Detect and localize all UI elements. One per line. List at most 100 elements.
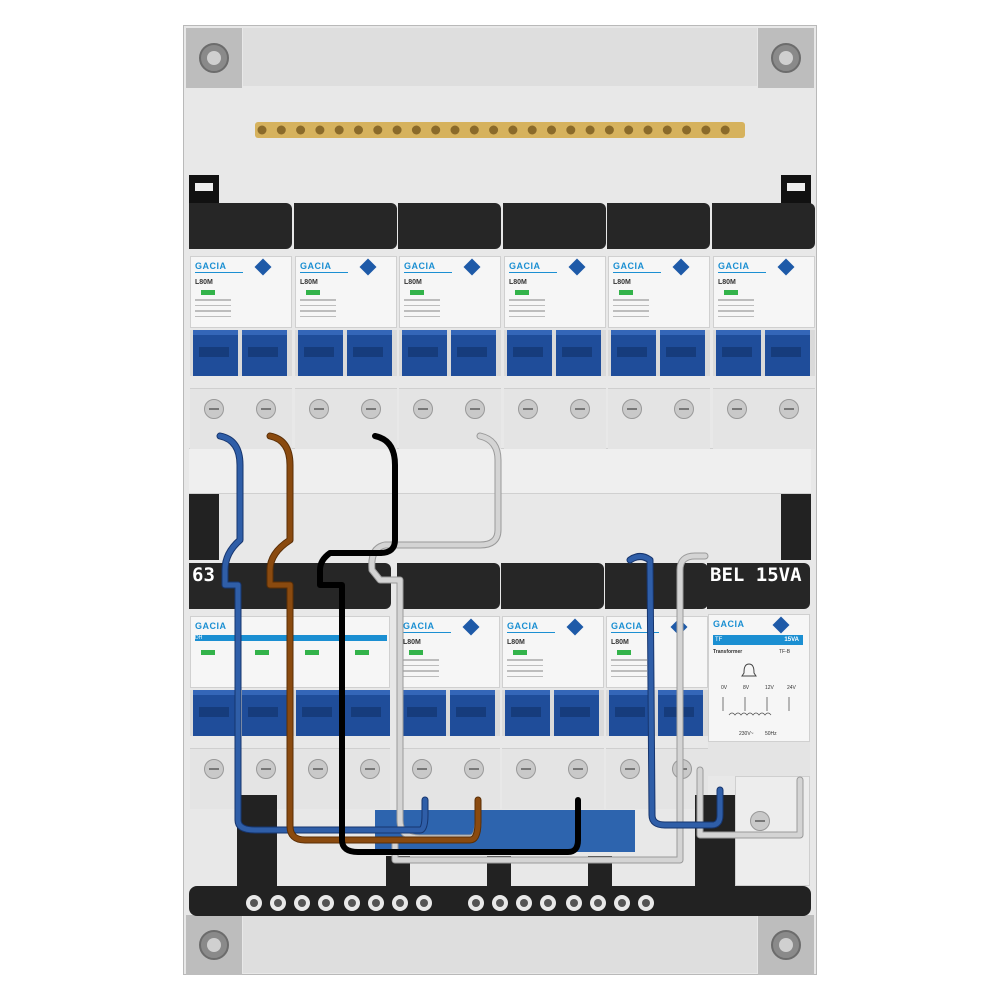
terminal-screw-icon[interactable] (246, 895, 262, 911)
top-rcbo-3-brandline (404, 272, 452, 273)
transformer-label-text: BEL 15VA (710, 564, 802, 586)
mounting-hole-icon (758, 28, 814, 88)
screw-icon[interactable] (308, 759, 328, 779)
terminal-screw-icon[interactable] (540, 895, 556, 911)
top-rcbo-2-indicator (306, 290, 320, 295)
bottom-rcbo-2-model: L80M (507, 639, 525, 646)
transformer-name: Transformer (713, 649, 743, 655)
top-rcbo-1-indicator (201, 290, 215, 295)
screw-icon[interactable] (256, 759, 276, 779)
rail-clip-left (189, 175, 219, 205)
top-rcbo-3-terminals (399, 388, 501, 449)
main-switch-model: DH (195, 635, 203, 641)
screw-icon[interactable] (518, 399, 538, 419)
main-switch-terminals (190, 748, 390, 809)
rail-post (386, 856, 410, 891)
bottom-rcbo-1-brandline (403, 632, 451, 633)
terminal-screw-icon[interactable] (516, 895, 532, 911)
top-rcbo-5-toggle[interactable] (608, 330, 710, 376)
top-rcbo-6-toggle[interactable] (713, 330, 815, 376)
neutral-cover (375, 810, 635, 852)
top-rcbo-5-specs (613, 299, 653, 321)
diamond-logo-icon (463, 258, 481, 276)
screw-icon[interactable] (361, 399, 381, 419)
top-rcbo-3-toggle[interactable] (399, 330, 501, 376)
terminal-screw-icon[interactable] (344, 895, 360, 911)
rail-post (588, 856, 612, 891)
screw-icon[interactable] (779, 399, 799, 419)
top-rcbo-2-model: L80M (300, 279, 318, 286)
terminal-screw-icon[interactable] (392, 895, 408, 911)
terminal-screw-icon[interactable] (614, 895, 630, 911)
terminal-screw-icon[interactable] (368, 895, 384, 911)
top-rcbo-6-rating: B16 (715, 247, 815, 250)
bottom-rcbo-3-model: L80M (611, 639, 629, 646)
screw-icon[interactable] (412, 759, 432, 779)
top-rcbo-3-specs (404, 299, 444, 321)
top-rcbo-4-terminals (504, 388, 606, 449)
bottom-rcbo-3-indicator (617, 650, 631, 655)
screw-icon[interactable] (464, 759, 484, 779)
terminal-screw-icon[interactable] (566, 895, 582, 911)
tap-0v: 0V (721, 685, 728, 691)
top-rcbo-6-specs (718, 299, 758, 321)
main-switch-label: 63 (189, 563, 391, 609)
mounting-hole-icon (186, 28, 242, 88)
top-rcbo-3-indicator (410, 290, 424, 295)
top-rcbo-6-brand: GACIA (718, 261, 750, 271)
screw-icon[interactable] (570, 399, 590, 419)
main-switch-model-band: DH (195, 635, 387, 641)
screw-icon[interactable] (568, 759, 588, 779)
bottom-rcbo-2-toggle[interactable] (502, 690, 604, 736)
screw-icon[interactable] (413, 399, 433, 419)
top-rcbo-1-toggle[interactable] (190, 330, 292, 376)
screw-icon[interactable] (256, 399, 276, 419)
transformer-type: TF (715, 637, 723, 643)
main-switch-toggle[interactable] (190, 690, 390, 736)
top-rcbo-4-face: GACIA L80M (504, 256, 606, 328)
top-rcbo-5-brandline (613, 272, 661, 273)
bottom-rcbo-2-face: GACIA L80M (502, 616, 604, 688)
terminal-screw-icon[interactable] (270, 895, 286, 911)
tap-24v: 24V (787, 685, 796, 691)
screw-icon[interactable] (360, 759, 380, 779)
top-rcbo-4-brandline (509, 272, 557, 273)
bottom-rcbo-3-brandline (611, 632, 659, 633)
diamond-logo-icon (359, 258, 377, 276)
screw-icon[interactable] (516, 759, 536, 779)
transformer-label: BEL 15VA (707, 563, 810, 609)
transformer-terminal-block (735, 776, 810, 886)
bottom-rcbo-1-brand: GACIA (403, 621, 435, 631)
bottom-rcbo-1-rating: B16 (400, 607, 500, 610)
diamond-logo-icon (462, 618, 480, 636)
rail-post (695, 795, 735, 890)
screw-icon[interactable] (727, 399, 747, 419)
terminal-screw-icon[interactable] (416, 895, 432, 911)
terminal-screw-icon[interactable] (468, 895, 484, 911)
terminal-screw-icon[interactable] (294, 895, 310, 911)
screw-icon[interactable] (309, 399, 329, 419)
bottom-rcbo-2-brandline (507, 632, 555, 633)
screw-icon[interactable] (672, 759, 692, 779)
bottom-rcbo-2-terminals (502, 748, 604, 809)
top-rcbo-3-rating: B16 (401, 247, 501, 250)
terminal-screw-icon[interactable] (318, 895, 334, 911)
bottom-rcbo-3-label: B16 0.03 (605, 563, 708, 609)
top-rcbo-4-toggle[interactable] (504, 330, 606, 376)
bottom-rcbo-3-toggle[interactable] (606, 690, 708, 736)
top-rcbo-2-toggle[interactable] (295, 330, 397, 376)
screw-icon[interactable] (622, 399, 642, 419)
screw-icon[interactable] (204, 399, 224, 419)
screw-icon[interactable] (465, 399, 485, 419)
bottom-rcbo-2-indicator (513, 650, 527, 655)
screw-icon[interactable] (674, 399, 694, 419)
top-rcbo-1-specs (195, 299, 235, 321)
bottom-rcbo-2-specs (507, 659, 547, 681)
screw-icon[interactable] (620, 759, 640, 779)
terminal-screw-icon[interactable] (638, 895, 654, 911)
terminal-screw-icon[interactable] (492, 895, 508, 911)
bottom-rcbo-1-toggle[interactable] (398, 690, 500, 736)
screw-icon[interactable] (204, 759, 224, 779)
terminal-screw-icon[interactable] (590, 895, 606, 911)
